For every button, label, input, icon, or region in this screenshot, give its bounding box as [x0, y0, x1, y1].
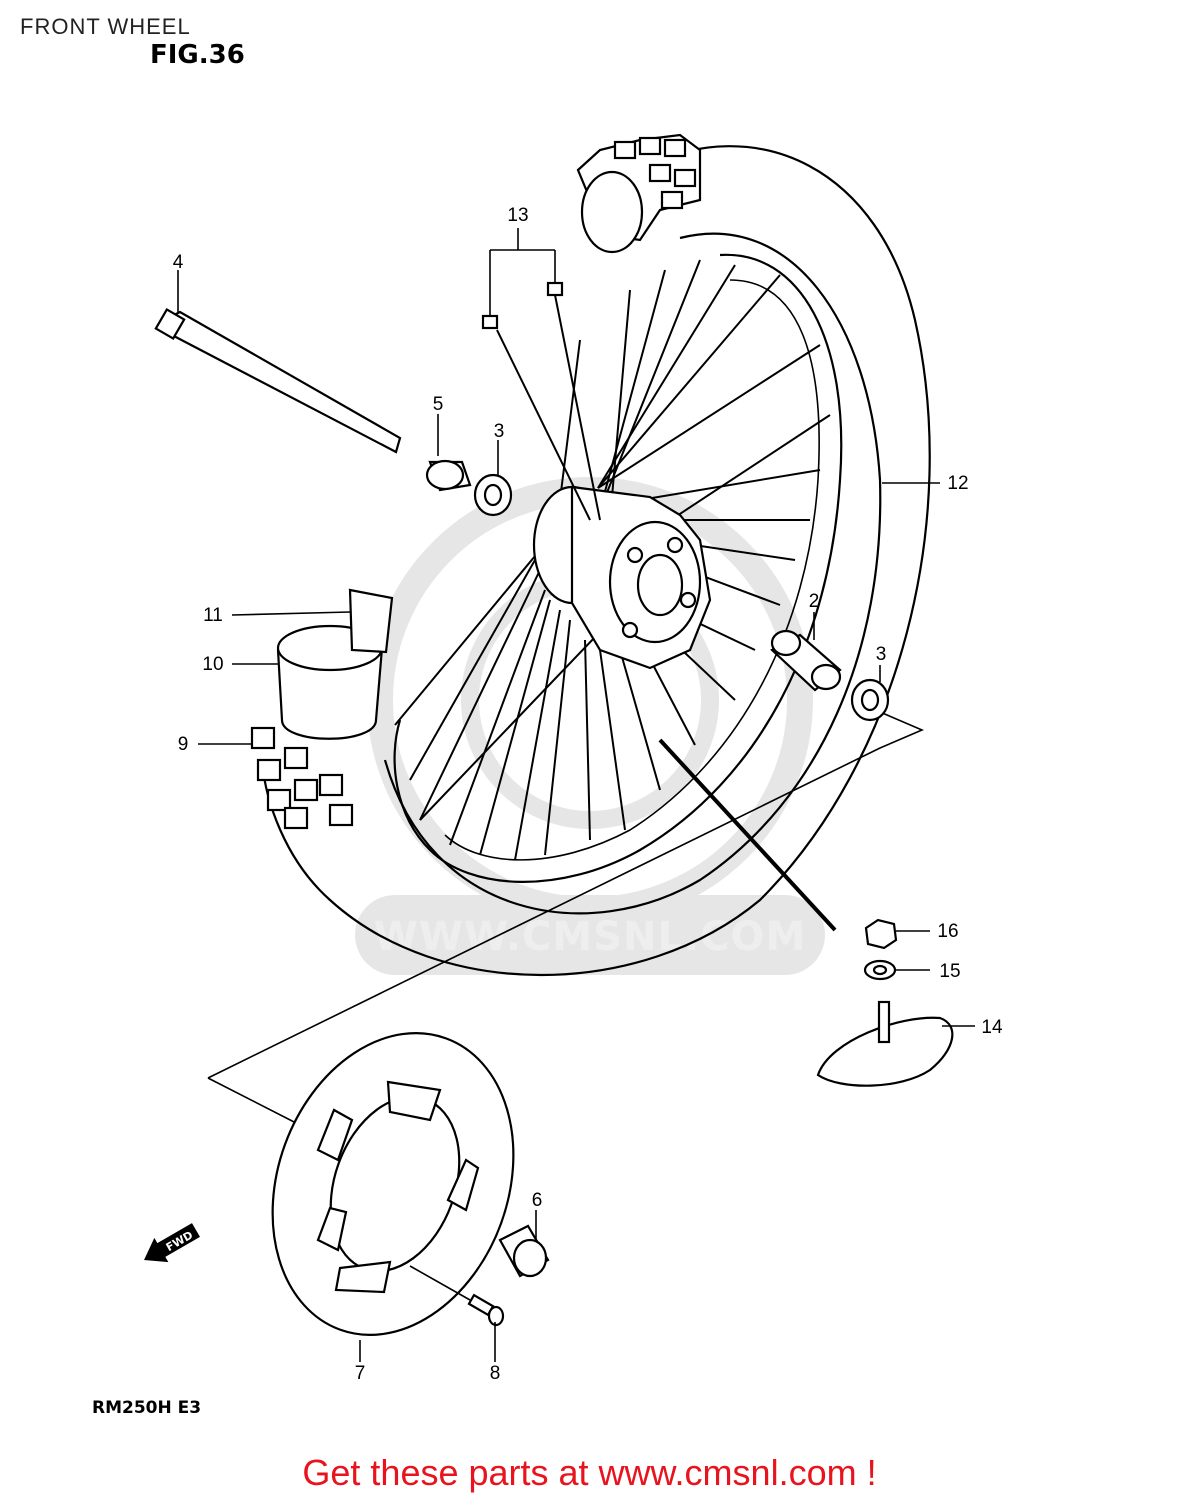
callout-14: 14: [981, 1017, 1003, 1038]
figure-number: FIG.36: [150, 40, 245, 70]
callout-13: 13: [507, 205, 528, 226]
page-title: FRONT WHEEL: [20, 14, 191, 39]
tire-tread-left: [250, 726, 354, 830]
callout-8: 8: [490, 1363, 501, 1384]
callout-11: 11: [203, 605, 223, 626]
hub: [532, 485, 712, 670]
disc-bolt-8: [409, 1265, 505, 1327]
brake-disc: [271, 1032, 515, 1336]
spacer-5: [425, 459, 472, 492]
spoke-nipples: [481, 228, 601, 521]
washer-15: [863, 959, 897, 981]
callout-12: 12: [947, 473, 968, 494]
callout-3-left: 3: [494, 421, 505, 442]
tire: [250, 133, 931, 976]
watermark-text: WWW.CMSNL.COM: [374, 914, 807, 960]
callout-4: 4: [173, 252, 184, 273]
axle: [154, 307, 402, 454]
valve-nut-16: [864, 918, 898, 950]
bearing-3-left: [473, 473, 513, 517]
spacer-6: [498, 1224, 550, 1278]
assembly-lines: [207, 711, 925, 1125]
callout-2: 2: [809, 591, 820, 612]
callout-10: 10: [202, 654, 223, 675]
callout-leaders: [177, 270, 975, 1362]
callout-7: 7: [355, 1363, 366, 1384]
callout-6: 6: [532, 1190, 543, 1211]
callout-15: 15: [939, 961, 960, 982]
callout-9: 9: [178, 734, 189, 755]
tube-and-rim-band: [276, 588, 394, 740]
model-code: RM250H E3: [92, 1398, 202, 1418]
callout-3-right: 3: [876, 644, 887, 665]
bearing-3-right: [850, 678, 890, 722]
spokes: [394, 259, 831, 861]
rim: [393, 253, 843, 883]
callout-16: 16: [937, 921, 958, 942]
tire-tread-top: [576, 133, 702, 254]
callout-5: 5: [433, 394, 444, 415]
spacer-2: [770, 629, 842, 692]
forward-arrow-icon: FWD: [144, 1223, 200, 1263]
valve-pointer: [658, 738, 837, 932]
buy-parts-link[interactable]: Get these parts at www.cmsnl.com !: [302, 1452, 877, 1493]
rim-lock-14: [816, 1000, 954, 1087]
